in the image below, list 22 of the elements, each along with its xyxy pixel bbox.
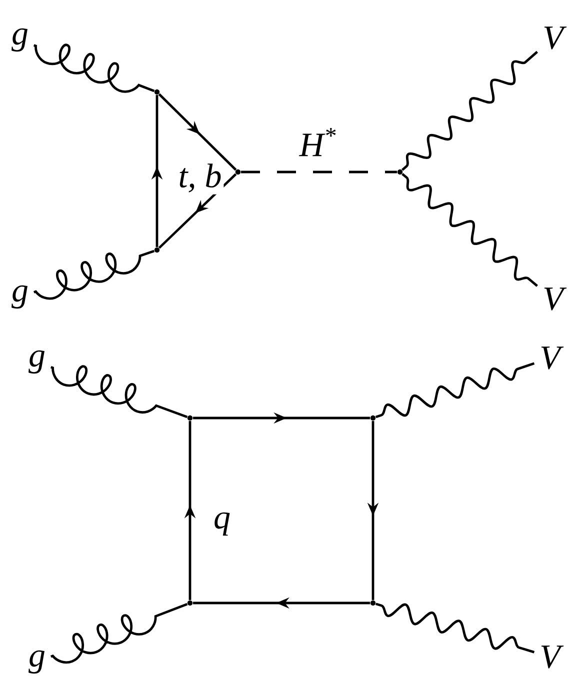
particle-label: g <box>12 28 28 52</box>
particle-label: V <box>541 346 564 370</box>
particle-label: V <box>541 646 564 668</box>
particle-label: V <box>544 26 567 50</box>
particle-label: g <box>12 285 28 309</box>
wavy-line <box>401 50 538 171</box>
edge-label: H$^{*}$ <box>297 126 339 158</box>
gluon-line <box>33 44 155 93</box>
edge-label: t, b <box>176 162 224 194</box>
fermion-line <box>158 173 237 249</box>
gluon-line <box>50 602 188 664</box>
edge-label: q <box>212 510 232 538</box>
particle-label: V <box>544 288 567 310</box>
wavy-line <box>402 173 538 287</box>
gluon-line <box>50 365 188 418</box>
wavy-line <box>375 362 535 418</box>
gluon-line <box>34 250 155 300</box>
dashed-line <box>241 170 397 174</box>
wavy-line <box>376 602 535 654</box>
particle-label: g <box>28 650 44 674</box>
fermion-line <box>158 93 237 171</box>
particle-label: g <box>28 350 44 374</box>
